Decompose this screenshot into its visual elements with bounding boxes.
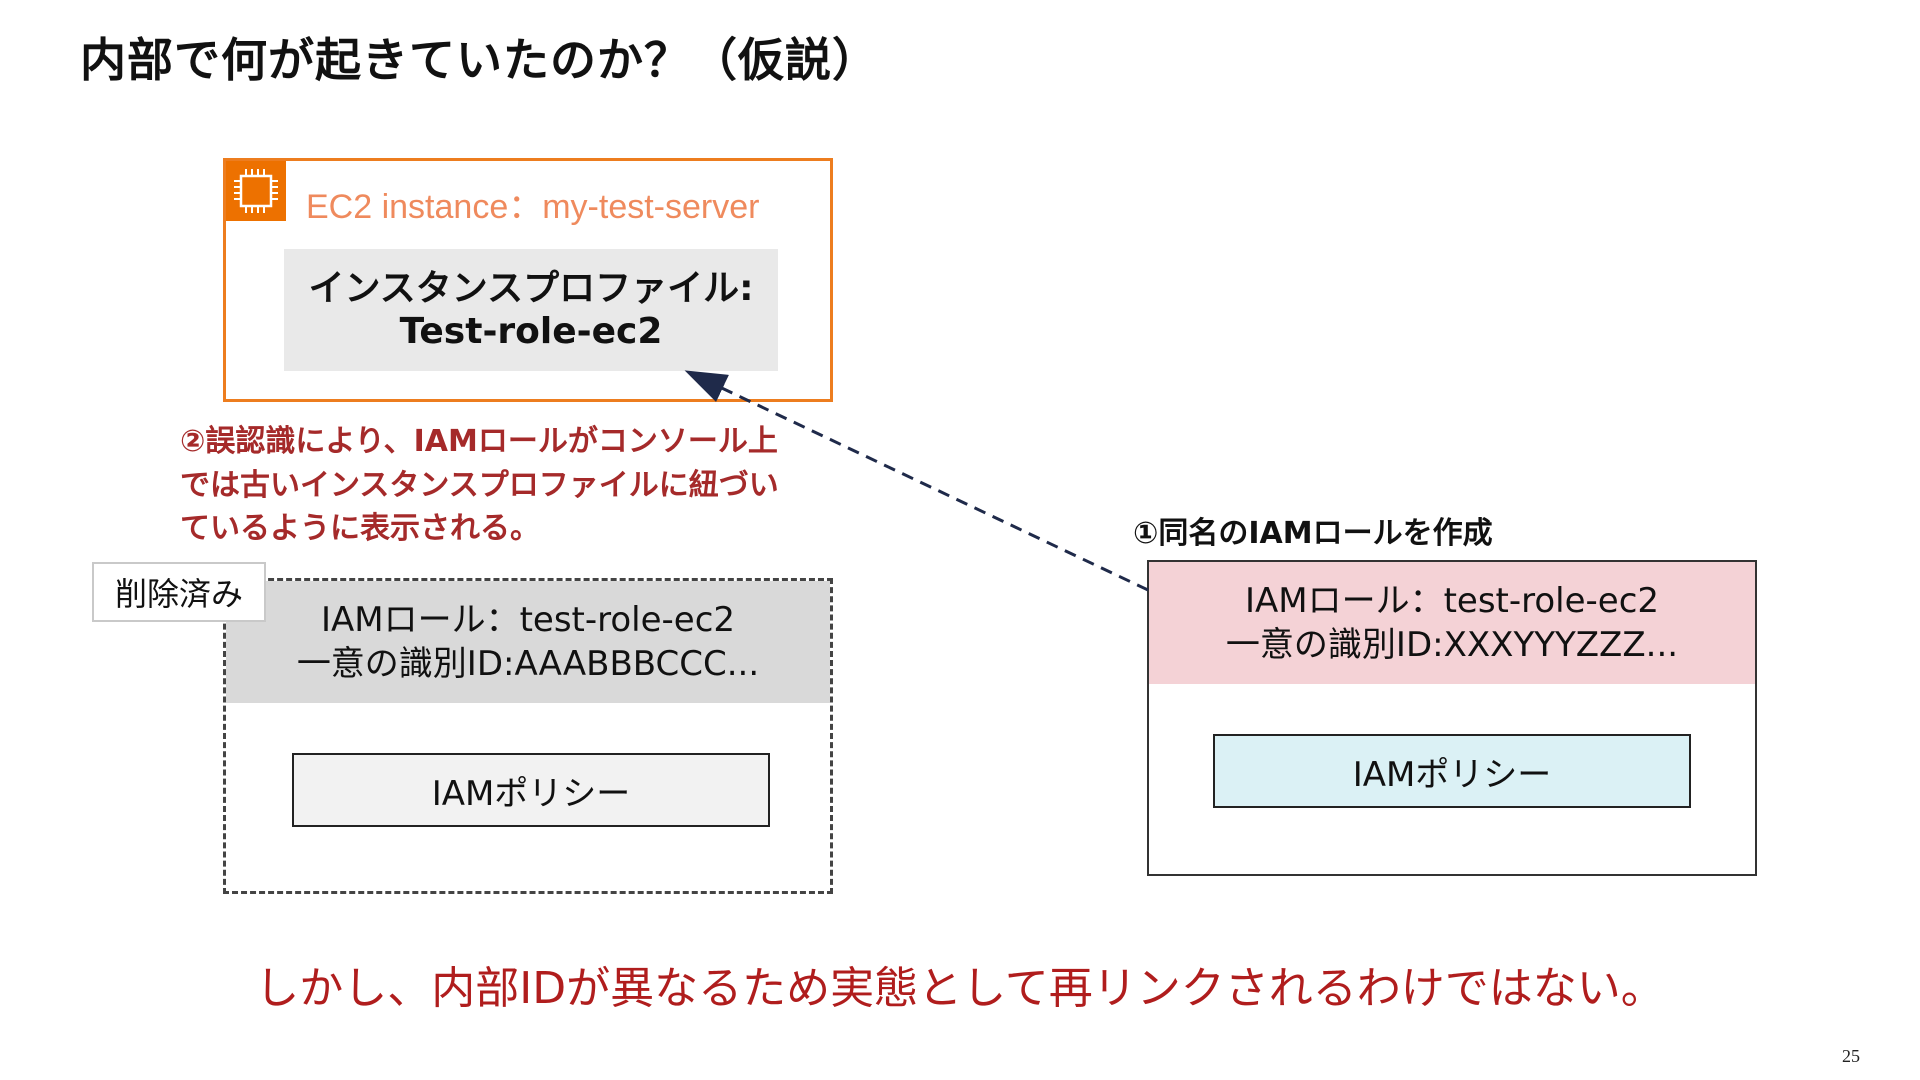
instance-profile-box: インスタンスプロファイル: Test-role-ec2 [284,249,778,371]
deleted-iam-policy: IAMポリシー [292,753,770,827]
slide-title: 内部で何が起きていたのか？（仮説） [80,33,879,87]
deleted-tag: 削除済み [92,562,266,622]
deleted-iam-role-id: 一意の識別ID:AAABBBCCC... [296,644,760,684]
instance-profile-title: インスタンスプロファイル: [308,267,754,309]
deleted-iam-role-header: IAMロール：test-role-ec2 一意の識別ID:AAABBBCCC..… [226,581,830,703]
new-iam-role-header: IAMロール：test-role-ec2 一意の識別ID:XXXYYYZZZ..… [1149,562,1755,684]
ec2-chip-icon [226,161,286,221]
misrecognition-note: ②誤認識により、IAMロールがコンソール上では古いインスタンスプロファイルに紐づ… [180,424,779,546]
instance-profile-name: Test-role-ec2 [399,311,663,352]
deleted-iam-role-box: IAMロール：test-role-ec2 一意の識別ID:AAABBBCCC..… [223,578,833,894]
new-iam-role-id: 一意の識別ID:XXXYYYZZZ... [1225,625,1679,665]
new-iam-policy: IAMポリシー [1213,734,1691,808]
ec2-instance-label: EC2 instance：my-test-server [306,188,760,226]
page-number: 25 [1842,1046,1860,1066]
new-iam-role-box: IAMロール：test-role-ec2 一意の識別ID:XXXYYYZZZ..… [1147,560,1757,876]
deleted-iam-role-name: IAMロール：test-role-ec2 [320,599,736,640]
ec2-instance-box: EC2 instance：my-test-server インスタンスプロファイル… [223,158,833,402]
step1-label: ①同名のIAMロールを作成 [1133,516,1493,551]
conclusion-text: しかし、内部IDが異なるため実態として再リンクされるわけではない。 [255,963,1665,1014]
new-iam-role-name: IAMロール：test-role-ec2 [1244,580,1660,621]
